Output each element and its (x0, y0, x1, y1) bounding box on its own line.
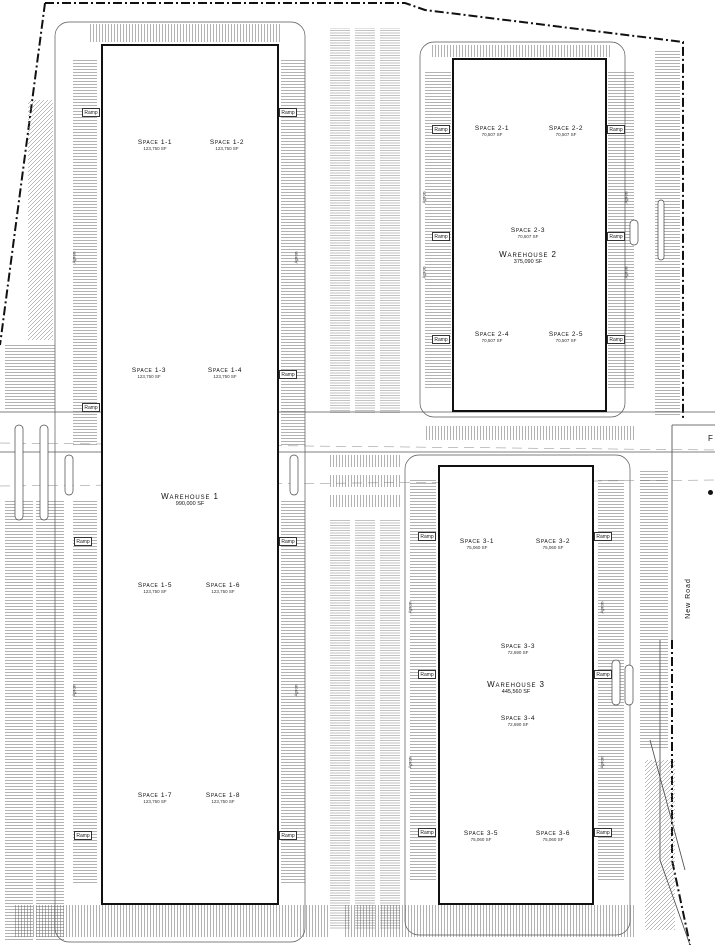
space-2-4[interactable]: Space 2-4 70,507 SF (474, 331, 510, 344)
warehouse-name: Warehouse 3 (487, 680, 545, 689)
space-1-8[interactable]: Space 1-8 123,750 SF (205, 792, 241, 805)
space-3-6[interactable]: Space 3-6 75,060 SF (535, 830, 571, 843)
apron-label: Apron (293, 251, 299, 264)
apron-label: Apron (293, 684, 299, 697)
space-1-3[interactable]: Space 1-3 123,750 SF (131, 367, 167, 380)
space-1-7[interactable]: Space 1-7 123,750 SF (137, 792, 173, 805)
space-2-1[interactable]: Space 2-1 70,507 SF (474, 125, 510, 138)
ramp-marker: Ramp (74, 537, 92, 546)
space-3-3[interactable]: Space 3-3 72,690 SF (500, 643, 536, 656)
ramp-marker: Ramp (279, 370, 297, 379)
warehouse-1-label: Warehouse 1 990,000 SF (120, 492, 260, 508)
space-1-5[interactable]: Space 1-5 123,750 SF (137, 582, 173, 595)
warehouse-area: 375,090 SF (513, 259, 543, 266)
apron-label: Apron (71, 251, 77, 264)
ramp-marker: Ramp (74, 831, 92, 840)
ramp-marker: Ramp (432, 232, 450, 241)
ramp-marker: Ramp (82, 403, 100, 412)
space-2-5[interactable]: Space 2-5 70,507 SF (548, 331, 584, 344)
space-3-5[interactable]: Space 3-5 75,060 SF (463, 830, 499, 843)
space-3-2[interactable]: Space 3-2 75,060 SF (535, 538, 571, 551)
new-road-label: New Road (684, 578, 692, 619)
edge-letter: F (708, 434, 713, 443)
parking-stalls (5, 24, 680, 940)
apron-label: Apron (71, 684, 77, 697)
warehouse-1-footprint[interactable] (101, 44, 279, 905)
space-2-3[interactable]: Space 2-3 70,507 SF (510, 227, 546, 240)
apron-label: Apron (407, 756, 413, 769)
warehouse-3-footprint[interactable] (438, 465, 594, 905)
ramp-marker: Ramp (432, 335, 450, 344)
ramp-marker: Ramp (607, 232, 625, 241)
warehouse-area: 445,560 SF (501, 689, 531, 696)
ramp-marker: Ramp (594, 670, 612, 679)
apron-label: Apron (599, 756, 605, 769)
apron-label: Apron (623, 266, 629, 279)
ramp-marker: Ramp (82, 108, 100, 117)
apron-label: Apron (599, 601, 605, 614)
warehouse-name: Warehouse 2 (499, 250, 557, 259)
ramp-marker: Ramp (418, 532, 436, 541)
ramp-marker: Ramp (279, 537, 297, 546)
survey-marker-icon (708, 490, 713, 495)
space-3-1[interactable]: Space 3-1 75,060 SF (459, 538, 495, 551)
space-3-4[interactable]: Space 3-4 72,690 SF (500, 715, 536, 728)
apron-label: Apron (407, 601, 413, 614)
space-1-2[interactable]: Space 1-2 123,750 SF (209, 139, 245, 152)
apron-label: Apron (623, 191, 629, 204)
apron-label: Apron (421, 191, 427, 204)
ramp-marker: Ramp (432, 125, 450, 134)
space-1-4[interactable]: Space 1-4 123,750 SF (207, 367, 243, 380)
warehouse-area: 990,000 SF (175, 501, 205, 508)
property-boundary (0, 2, 691, 945)
warehouse-2-footprint[interactable] (452, 58, 607, 412)
landscape-islands (14, 199, 665, 706)
ramp-marker: Ramp (418, 670, 436, 679)
ramp-marker: Ramp (594, 532, 612, 541)
space-1-6[interactable]: Space 1-6 123,750 SF (205, 582, 241, 595)
space-1-1[interactable]: Space 1-1 123,750 SF (137, 139, 173, 152)
apron-label: Apron (421, 266, 427, 279)
ramp-marker: Ramp (279, 108, 297, 117)
ramp-marker: Ramp (607, 335, 625, 344)
ramp-marker: Ramp (607, 125, 625, 134)
ramp-marker: Ramp (594, 828, 612, 837)
warehouse-2-label: Warehouse 2 375,090 SF (468, 250, 588, 266)
ramp-marker: Ramp (418, 828, 436, 837)
ramp-marker: Ramp (279, 831, 297, 840)
space-2-2[interactable]: Space 2-2 70,507 SF (548, 125, 584, 138)
warehouse-name: Warehouse 1 (161, 492, 219, 501)
warehouse-3-label: Warehouse 3 445,560 SF (456, 680, 576, 696)
